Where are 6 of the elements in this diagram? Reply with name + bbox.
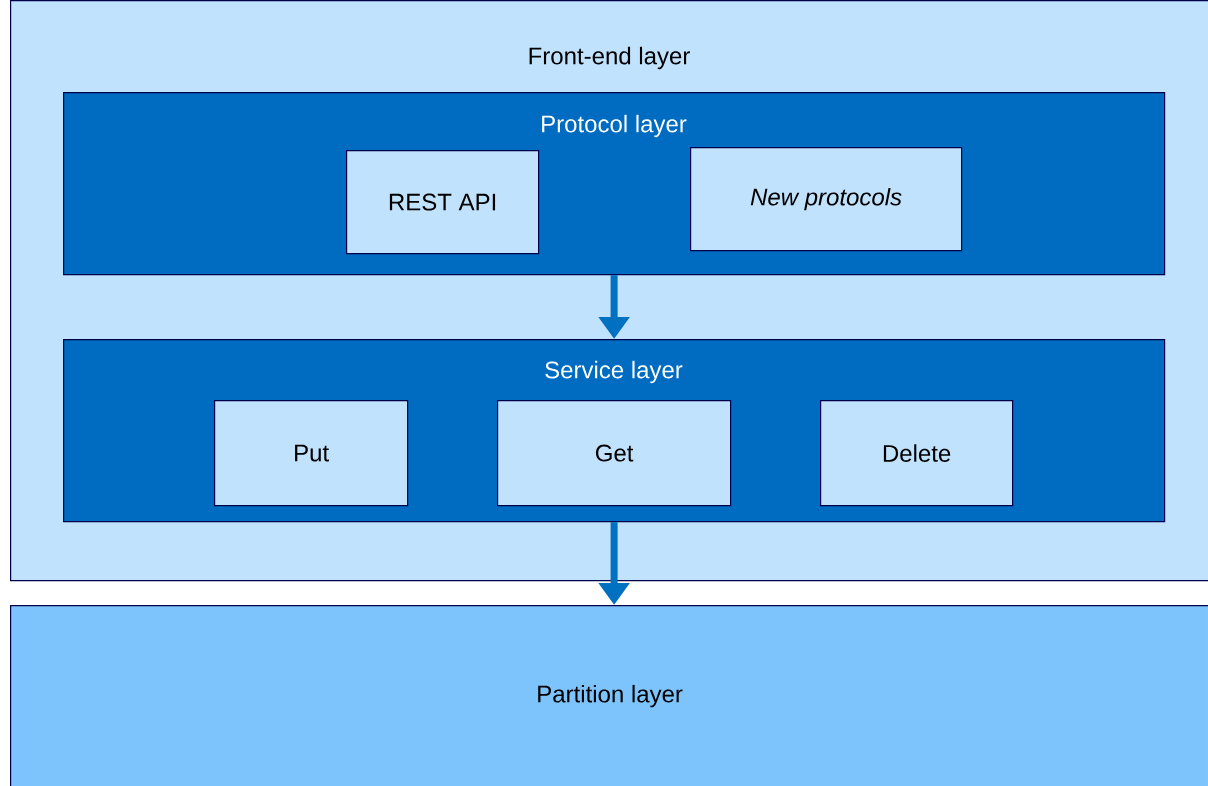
component-box: New protocols xyxy=(690,147,963,252)
component-box: Get xyxy=(497,400,732,507)
component-box: REST API xyxy=(346,150,540,255)
component-box: Delete xyxy=(820,400,1014,507)
layer-panel: Partition layer xyxy=(10,605,1208,786)
component-box: Put xyxy=(214,400,409,507)
